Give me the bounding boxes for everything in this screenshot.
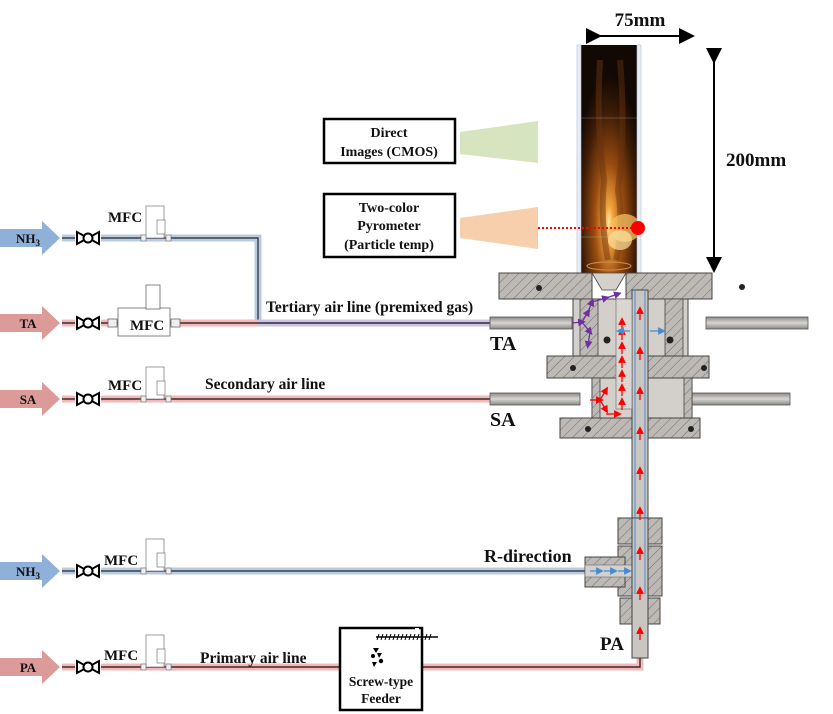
pa-port-label: PA: [600, 634, 624, 655]
inlet-arrow-pa: PA: [0, 650, 60, 684]
nh3-upper-line: [62, 234, 262, 322]
pyrometer: Two-color Pyrometer (Particle temp): [322, 192, 538, 259]
mfc-label-5: MFC: [104, 648, 138, 664]
pyrometer-label-line2: Pyrometer: [357, 219, 420, 234]
measurement-point-marker: [631, 221, 645, 235]
inlet-label: SA: [20, 392, 37, 407]
inlet-label: PA: [20, 660, 37, 675]
cmos-label-line1: Direct: [370, 126, 407, 141]
sa-outlet-pipe-right: [687, 392, 791, 406]
flow-arrow: [599, 386, 609, 401]
feeder-label-line2: Feeder: [361, 691, 401, 706]
cmos-view-cone: [460, 121, 538, 163]
valve-icon: [75, 391, 101, 407]
valve-icon: [75, 315, 101, 331]
mfc-unit-icon: [140, 366, 172, 403]
mfc-unit-icon: [107, 284, 181, 337]
particles-icon: [371, 648, 384, 667]
mfc-label-3: MFC: [108, 378, 142, 394]
mfc-unit-icon: [140, 538, 172, 575]
ta-outlet-pipe-right: [705, 316, 809, 330]
secondary-line-label: Secondary air line: [205, 376, 325, 393]
ta-port-label: TA: [490, 333, 517, 355]
mfc-label-1: MFC: [108, 210, 142, 226]
cmos-camera: Direct Images (CMOS): [322, 117, 538, 165]
feeder-label-line1: Screw-type: [349, 674, 413, 689]
inlet-arrow-ta: TA: [0, 306, 60, 340]
flow-arrow: [599, 399, 609, 414]
height-dimension: 200mm: [706, 48, 786, 273]
sa-inlet-pipe: [489, 392, 581, 406]
inlet-arrow-sa: SA: [0, 382, 60, 416]
flow-arrow: [605, 291, 622, 299]
pyrometer-label-line3: (Particle temp): [344, 238, 434, 253]
inlet-label: NH3: [16, 231, 41, 248]
height-dimension-label: 200mm: [726, 150, 786, 171]
mfc-label-2: MFC: [130, 318, 164, 334]
flow-arrow: [586, 298, 595, 313]
ta-inlet-pipe: [489, 316, 573, 330]
mfc-label-4: MFC: [104, 553, 138, 569]
flow-arrow: [584, 331, 593, 349]
flow-arrow: [581, 321, 593, 336]
screw-feeder: Screw-type Feeder: [338, 626, 438, 712]
flow-arrow: [591, 295, 610, 303]
valve-icon: [75, 230, 101, 246]
flow-arrow: [581, 308, 591, 323]
pyrometer-view-cone: [460, 207, 538, 249]
inlet-label: NH3: [16, 564, 41, 581]
width-dimension: 75mm: [586, 10, 695, 44]
valve-icon: [75, 659, 101, 675]
burner-assembly: [489, 272, 809, 659]
primary-line-label: Primary air line: [200, 650, 307, 667]
mfc-unit-icon: [140, 205, 172, 242]
width-dimension-label: 75mm: [615, 10, 666, 31]
pa-line: [62, 658, 644, 671]
valve-icon: [75, 563, 101, 579]
mfc-unit-icon: [140, 634, 172, 671]
sa-port-label: SA: [490, 409, 516, 431]
r-direction-label: R-direction: [484, 546, 572, 566]
flame-icon: [586, 214, 641, 271]
cmos-label-line2: Images (CMOS): [340, 145, 438, 160]
inlet-arrow-nh3: NH3: [0, 554, 60, 588]
quartz-chamber: [576, 44, 642, 274]
inlet-label: TA: [19, 316, 37, 331]
inlet-arrow-nh3: NH3: [0, 221, 60, 255]
flow-arrow: [571, 318, 586, 327]
tertiary-line-label: Tertiary air line (premixed gas): [266, 299, 473, 316]
pyrometer-label-line1: Two-color: [359, 201, 419, 216]
